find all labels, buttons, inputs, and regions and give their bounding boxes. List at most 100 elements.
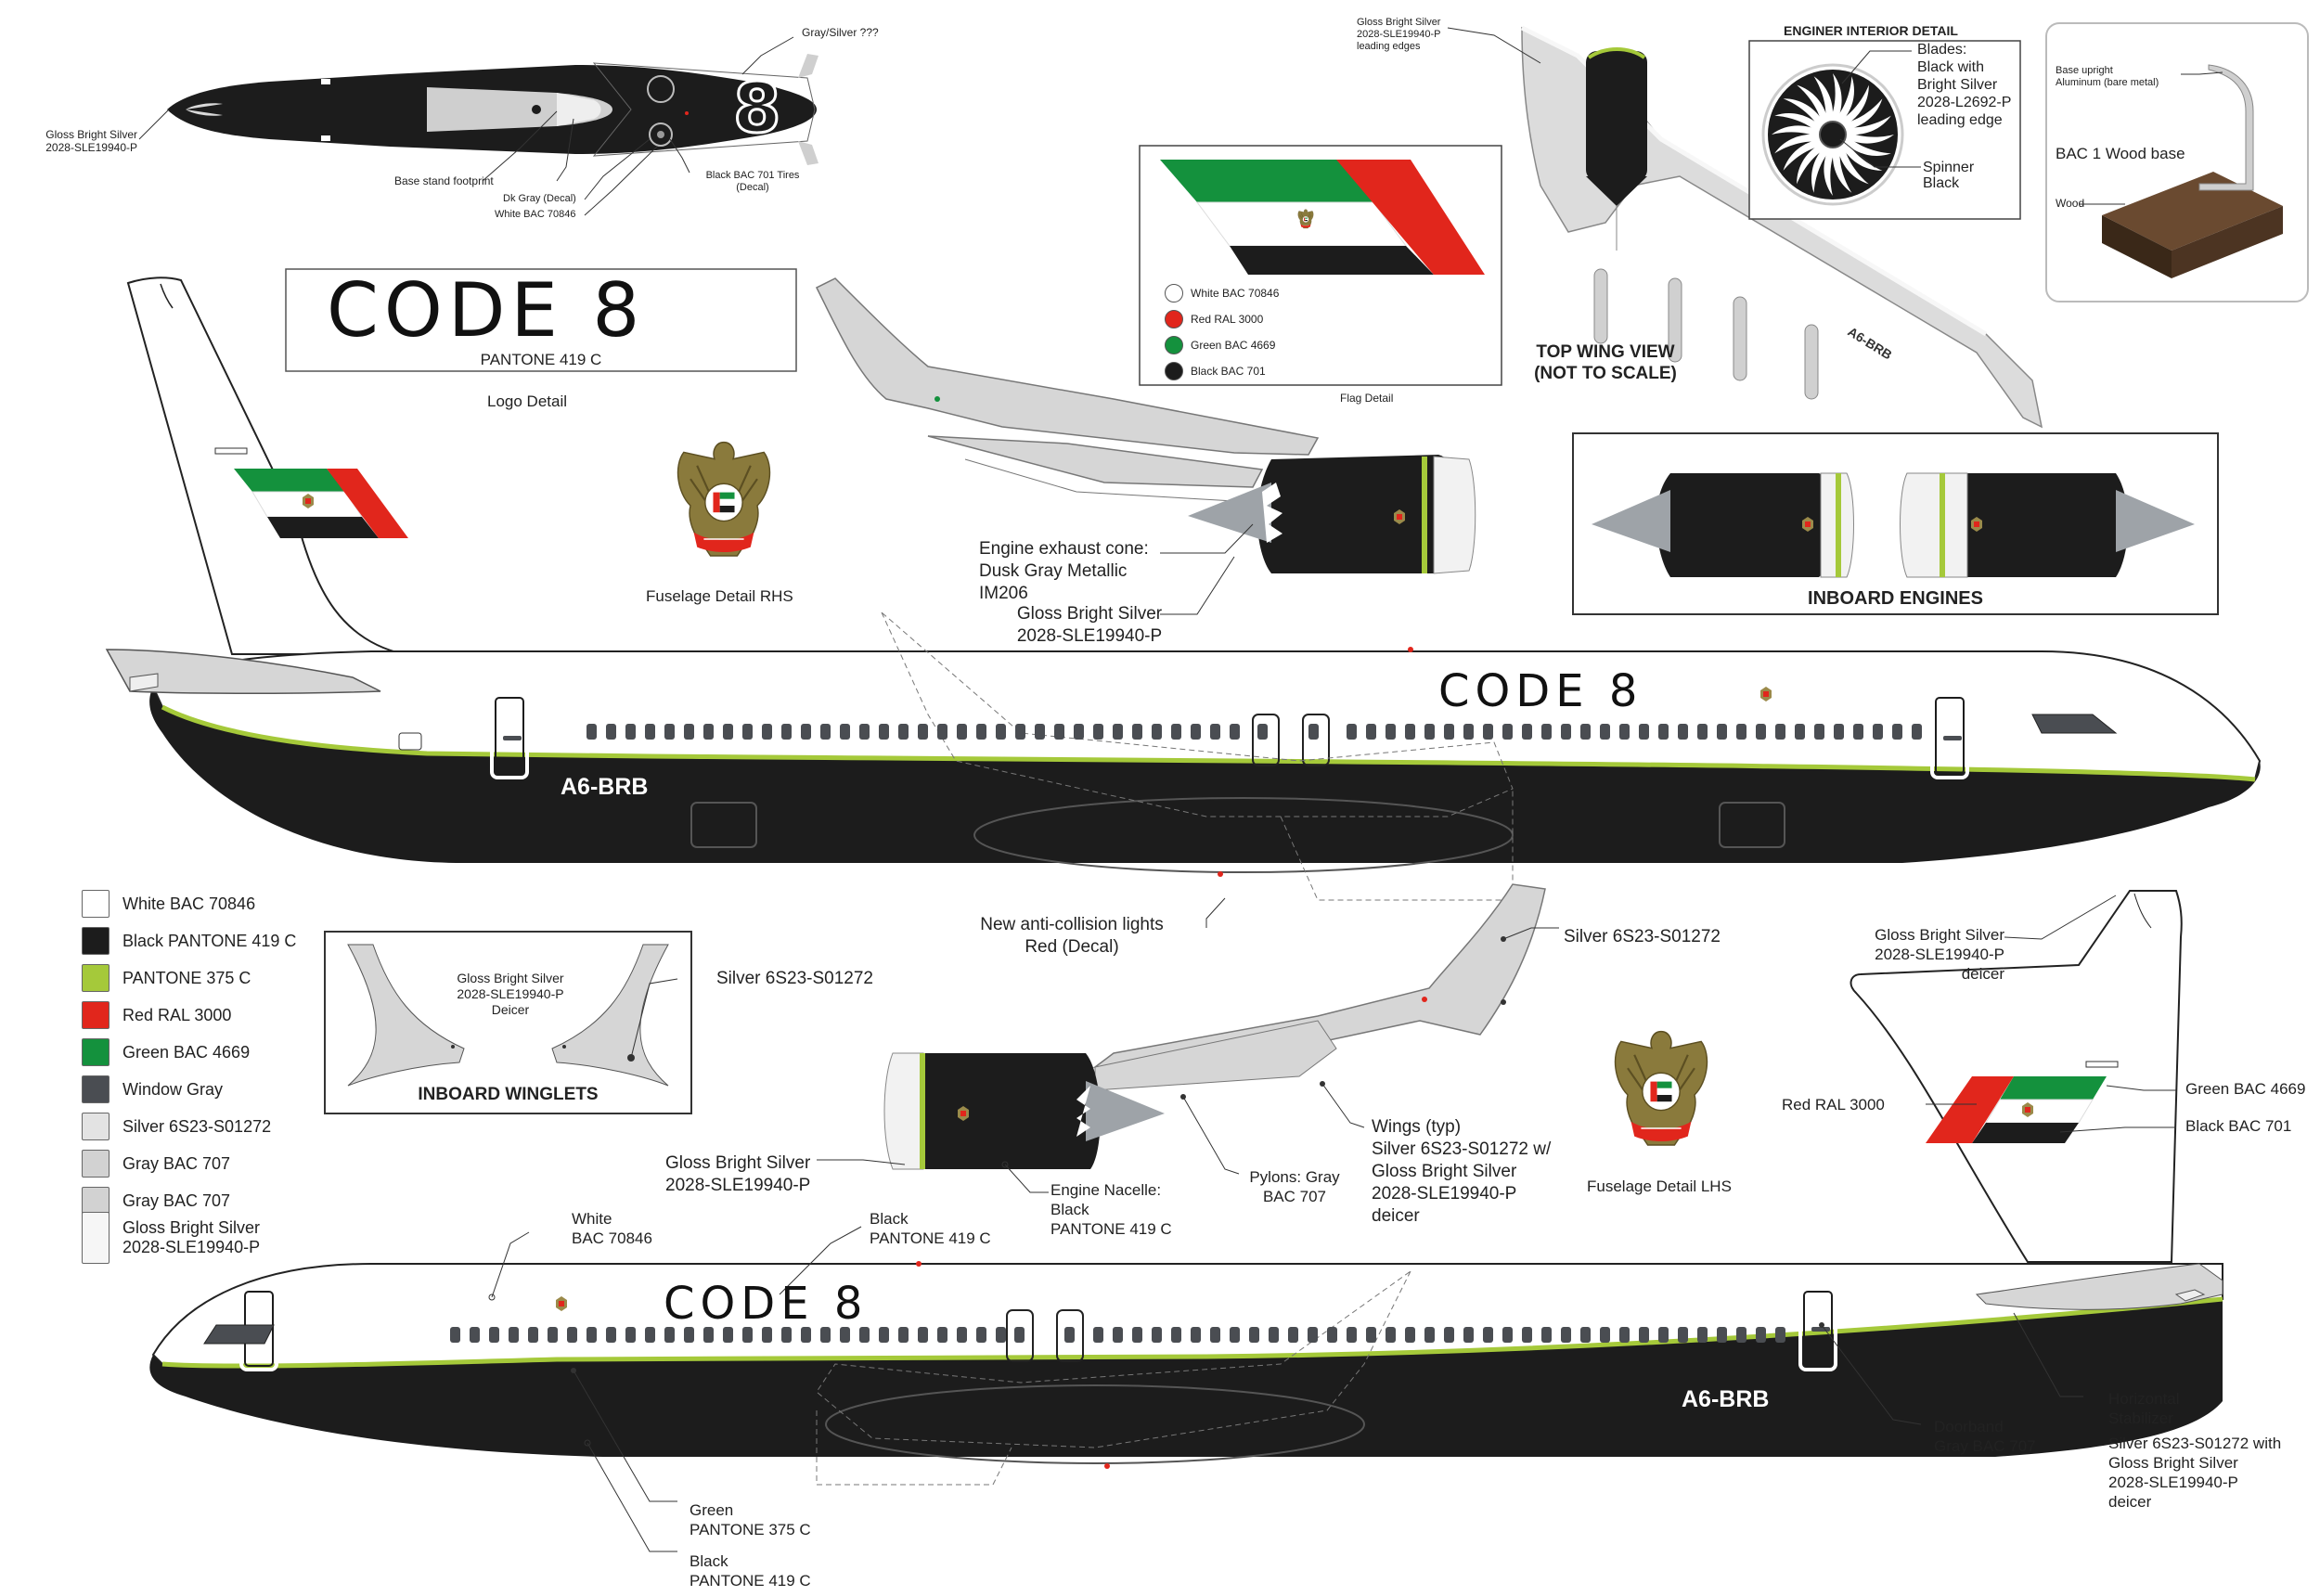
- wing-top-leading-label: Gloss Bright Silver 2028-SLE19940-P lead…: [1357, 17, 1441, 52]
- top-wing-view: A6-BRB: [1447, 25, 2043, 429]
- cabin-window: [664, 1327, 675, 1343]
- cabin-window: [1366, 724, 1376, 740]
- cabin-window: [1308, 724, 1319, 740]
- cabin-window: [703, 1327, 714, 1343]
- cabin-window: [1678, 1327, 1688, 1343]
- cabin-window: [996, 1327, 1006, 1343]
- legend-label: PANTONE 375 C: [122, 968, 251, 987]
- spinner-label: Spinner Black: [1923, 160, 1975, 191]
- nacelle-label: Engine Nacelle: Black PANTONE 419 C: [1050, 1181, 1172, 1238]
- cabin-window: [762, 1327, 772, 1343]
- cabin-window: [1814, 724, 1824, 740]
- flag-color-label: Black BAC 701: [1191, 365, 1266, 378]
- cabin-window: [1639, 1327, 1649, 1343]
- top-view-fuselage: 8: [167, 54, 818, 165]
- cabin-window: [1347, 1327, 1357, 1343]
- cabin-window: [1580, 724, 1591, 740]
- cabin-window: [957, 724, 967, 740]
- cabin-window: [1230, 724, 1240, 740]
- cabin-window: [781, 724, 792, 740]
- cabin-window: [1405, 1327, 1415, 1343]
- cabin-window: [801, 1327, 811, 1343]
- cabin-window: [1658, 1327, 1669, 1343]
- cabin-window: [625, 724, 636, 740]
- cabin-window: [1152, 724, 1162, 740]
- cabin-window: [1444, 724, 1454, 740]
- flag-legend-item: Red RAL 3000: [1165, 310, 1263, 328]
- cabin-window: [1015, 724, 1025, 740]
- top-view-numeral: 8: [733, 69, 781, 148]
- cabin-window: [1424, 724, 1435, 740]
- emblem-rhs-caption: Fuselage Detail RHS: [646, 587, 793, 605]
- cabin-window: [918, 1327, 928, 1343]
- legend-label: Black PANTONE 419 C: [122, 931, 297, 950]
- cabin-window: [879, 724, 889, 740]
- inboard-engine-left: [1592, 472, 1854, 578]
- cabin-window: [1405, 724, 1415, 740]
- cabin-window: [1424, 1327, 1435, 1343]
- inboard-engine-right: [1900, 472, 2195, 578]
- cabin-window: [1619, 1327, 1630, 1343]
- legend-label: Green BAC 4669: [122, 1042, 251, 1062]
- cabin-window: [1736, 724, 1746, 740]
- rhs-registration: A6-BRB: [561, 774, 649, 800]
- flag-color-label: Red RAL 3000: [1191, 313, 1264, 326]
- legend-swatch: [82, 1038, 110, 1066]
- flag-detail: [1160, 160, 1485, 275]
- cabin-window: [723, 724, 733, 740]
- cabin-window: [586, 724, 597, 740]
- cabin-window: [840, 724, 850, 740]
- cabin-window: [684, 1327, 694, 1343]
- cabin-window: [1386, 1327, 1396, 1343]
- lhs-engine-gloss-label: Gloss Bright Silver 2028-SLE19940-P: [665, 1153, 811, 1195]
- winglet-right: [551, 944, 678, 1087]
- cabin-window: [586, 1327, 597, 1343]
- engine-gloss-label: Gloss Bright Silver 2028-SLE19940-P: [1016, 604, 1163, 646]
- legend-swatch: [82, 1075, 110, 1103]
- lhs-black-bottom-label: Black PANTONE 419 C: [690, 1552, 811, 1590]
- logo-pantone: PANTONE 419 C: [480, 351, 602, 368]
- cabin-window: [1035, 724, 1045, 740]
- cabin-window: [1171, 1327, 1181, 1343]
- cabin-window: [1600, 724, 1610, 740]
- cabin-window: [1775, 724, 1785, 740]
- legend-swatch: [82, 1187, 110, 1215]
- cabin-window: [1775, 1327, 1785, 1343]
- cabin-window: [606, 724, 616, 740]
- legend-label: Gray BAC 707: [122, 1153, 231, 1173]
- tail-flag-rhs: [234, 469, 408, 538]
- cabin-window: [1541, 724, 1552, 740]
- base-upright-label: Base upright Aluminum (bare metal): [2056, 65, 2159, 88]
- cabin-window: [470, 1327, 480, 1343]
- pylons-label: Pylons: Gray BAC 707: [1249, 1168, 1340, 1205]
- cabin-window: [801, 724, 811, 740]
- legend-label: Window Gray: [122, 1079, 224, 1099]
- wood-label: Wood: [2056, 197, 2085, 210]
- lhs-wing-side: [817, 883, 1559, 1193]
- blades-label: Blades: Black with Bright Silver 2028-L2…: [1917, 42, 2012, 128]
- cabin-window: [1191, 724, 1201, 740]
- cabin-window: [528, 1327, 538, 1343]
- cabin-window: [1853, 724, 1863, 740]
- cabin-window: [1483, 724, 1493, 740]
- cabin-window: [625, 1327, 636, 1343]
- cabin-window: [879, 1327, 889, 1343]
- flag-legend-item: White BAC 70846: [1165, 284, 1279, 302]
- cabin-window: [859, 724, 870, 740]
- cabin-window: [1113, 1327, 1123, 1343]
- legend-swatch: [82, 1150, 110, 1178]
- cabin-window: [1093, 1327, 1103, 1343]
- cabin-window: [645, 1327, 655, 1343]
- engine-interior-title: ENGINER INTERIOR DETAIL: [1784, 23, 1958, 38]
- top-white-label: White BAC 70846: [495, 209, 576, 220]
- lhs-tail-red-label: Red RAL 3000: [1782, 1096, 1885, 1113]
- top-wing-view-title: TOP WING VIEW (NOT TO SCALE): [1534, 342, 1677, 383]
- flag-color-dot: [1165, 284, 1183, 302]
- cabin-window: [1064, 1327, 1075, 1343]
- base-stand-footprint-label: Base stand footprint: [394, 174, 494, 187]
- cabin-window: [957, 1327, 967, 1343]
- flag-color-label: White BAC 70846: [1191, 287, 1280, 300]
- lhs-registration: A6-BRB: [1682, 1386, 1770, 1412]
- rhs-wing-side: [815, 277, 1476, 615]
- winglet-silver-label: Silver 6S23-S01272: [716, 969, 873, 988]
